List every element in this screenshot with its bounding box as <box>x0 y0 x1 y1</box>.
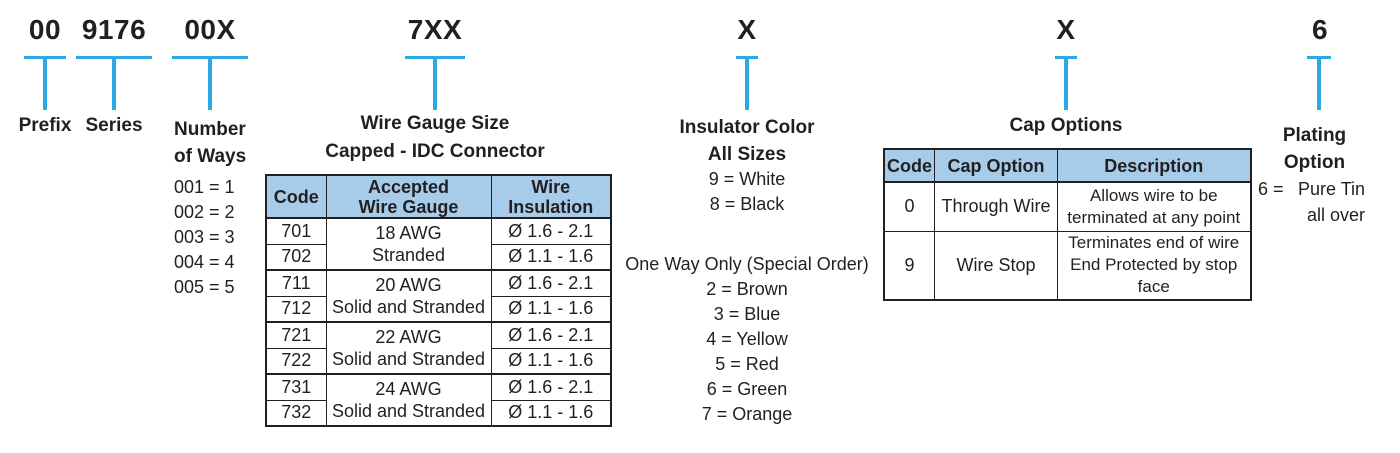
wire-gauge-subtitle: Capped - IDC Connector <box>325 141 545 162</box>
wire-code-cell: 712 <box>265 295 327 323</box>
cap-header-description: Description <box>1057 148 1251 183</box>
plating-value-line2: all over <box>1307 205 1366 225</box>
ways-option: 002 = 2 <box>174 202 235 222</box>
cap-options-title: Cap Options <box>1009 115 1123 136</box>
connector-stem-plating <box>1317 56 1321 110</box>
wire-code-cell: 731 <box>265 373 327 401</box>
table-row: 0 Through Wire Allows wire to be termina… <box>883 181 1251 232</box>
table-row: 712 Ø 1.1 - 1.6 <box>265 295 612 323</box>
cap-description-cell: Terminates end of wire End Protected by … <box>1057 230 1251 301</box>
insulator-color-block: Insulator Color All Sizes 9 = White 8 = … <box>597 114 897 427</box>
cap-header-code: Code <box>883 148 935 183</box>
wire-gauge-cell: 20 AWG Solid and Stranded <box>325 269 492 323</box>
number-of-ways-block: Number of Ways 001 = 1 002 = 2 003 = 3 0… <box>174 116 246 300</box>
table-row: 722 Ø 1.1 - 1.6 <box>265 347 612 375</box>
insulator-option: 3 = Blue <box>713 304 781 324</box>
insulator-color-title: Insulator Color <box>679 117 815 138</box>
connector-stem-series <box>112 56 116 110</box>
code-number-of-ways: 00X <box>184 14 236 45</box>
wire-code-cell: 721 <box>265 321 327 349</box>
number-of-ways-label: Number of Ways <box>174 119 247 167</box>
wire-insulation-cell: Ø 1.6 - 2.1 <box>490 269 612 297</box>
insulator-special-order-note: One Way Only (Special Order) <box>625 254 869 274</box>
connector-stem-prefix <box>43 56 47 110</box>
wire-gauge-cell: 22 AWG Solid and Stranded <box>325 321 492 375</box>
insulator-all-sizes-label: All Sizes <box>707 144 787 165</box>
number-of-ways-list: 001 = 1 002 = 2 003 = 3 004 = 4 005 = 5 <box>174 175 246 300</box>
cap-options-table: Code Cap Option Description 0 Through Wi… <box>883 148 1252 301</box>
plating-option-label: Plating Option <box>1282 125 1347 173</box>
code-cap-option: X <box>1056 14 1076 45</box>
wire-gauge-title: Wire Gauge Size <box>360 113 510 134</box>
connector-stem-insulator <box>745 56 749 110</box>
wire-gauge-table: Code Accepted Wire Gauge Wire Insulation… <box>265 174 612 427</box>
wire-code-cell: 722 <box>265 347 327 375</box>
wire-insulation-cell: Ø 1.1 - 1.6 <box>490 295 612 323</box>
code-wire-gauge: 7XX <box>407 14 463 45</box>
wire-insulation-cell: Ø 1.6 - 2.1 <box>490 373 612 401</box>
code-prefix: 00 <box>28 14 62 45</box>
wire-gauge-cell: 24 AWG Solid and Stranded <box>325 373 492 427</box>
cap-option-cell: Through Wire <box>934 181 1058 232</box>
insulator-option: 8 = Black <box>709 194 785 214</box>
plating-value: Pure Tin <box>1298 179 1366 199</box>
table-row: 732 Ø 1.1 - 1.6 <box>265 399 612 427</box>
prefix-label: Prefix <box>18 115 72 136</box>
wire-table-header-row: Code Accepted Wire Gauge Wire Insulation <box>265 174 612 219</box>
plating-code: 6 = <box>1258 179 1284 199</box>
table-row: 702 Ø 1.1 - 1.6 <box>265 243 612 271</box>
insulator-option: 6 = Green <box>706 379 788 399</box>
insulator-option: 5 = Red <box>715 354 779 374</box>
code-insulator: X <box>737 14 757 45</box>
ways-option: 001 = 1 <box>174 177 235 197</box>
wire-insulation-cell: Ø 1.6 - 2.1 <box>490 217 612 245</box>
wire-code-cell: 732 <box>265 399 327 427</box>
wire-code-cell: 711 <box>265 269 327 297</box>
cap-option-cell: Wire Stop <box>934 230 1058 301</box>
ways-option: 005 = 5 <box>174 277 235 297</box>
series-label: Series <box>85 115 143 136</box>
connector-stem-cap <box>1064 56 1068 110</box>
insulator-option: 2 = Brown <box>706 279 788 299</box>
cap-header-option: Cap Option <box>934 148 1058 183</box>
wire-header-code: Code <box>265 174 327 219</box>
wire-insulation-cell: Ø 1.1 - 1.6 <box>490 347 612 375</box>
wire-header-gauge: Accepted Wire Gauge <box>325 174 492 219</box>
cap-description-cell: Allows wire to be terminated at any poin… <box>1057 181 1251 232</box>
cap-code-cell: 0 <box>883 181 935 232</box>
table-row: 701 18 AWG Stranded Ø 1.6 - 2.1 <box>265 217 612 271</box>
ways-option: 004 = 4 <box>174 252 235 272</box>
wire-insulation-cell: Ø 1.1 - 1.6 <box>490 399 612 427</box>
table-row: 9 Wire Stop Terminates end of wire End P… <box>883 230 1251 301</box>
code-plating: 6 <box>1311 14 1329 45</box>
table-row: 711 20 AWG Solid and Stranded Ø 1.6 - 2.… <box>265 269 612 323</box>
code-series: 9176 <box>81 14 147 45</box>
spacer <box>597 217 897 252</box>
wire-insulation-cell: Ø 1.6 - 2.1 <box>490 321 612 349</box>
ways-option: 003 = 3 <box>174 227 235 247</box>
insulator-option: 7 = Orange <box>701 404 793 424</box>
cap-code-cell: 9 <box>883 230 935 301</box>
insulator-option: 9 = White <box>708 169 786 189</box>
wire-code-cell: 702 <box>265 243 327 271</box>
connector-stem-ways <box>208 56 212 110</box>
wire-code-cell: 701 <box>265 217 327 245</box>
wire-header-insulation: Wire Insulation <box>490 174 612 219</box>
cap-table-header-row: Code Cap Option Description <box>883 148 1251 183</box>
table-row: 721 22 AWG Solid and Stranded Ø 1.6 - 2.… <box>265 321 612 375</box>
wire-insulation-cell: Ø 1.1 - 1.6 <box>490 243 612 271</box>
connector-stem-wire-gauge <box>433 56 437 110</box>
insulator-option: 4 = Yellow <box>706 329 788 349</box>
table-row: 731 24 AWG Solid and Stranded Ø 1.6 - 2.… <box>265 373 612 427</box>
wire-gauge-cell: 18 AWG Stranded <box>325 217 492 271</box>
